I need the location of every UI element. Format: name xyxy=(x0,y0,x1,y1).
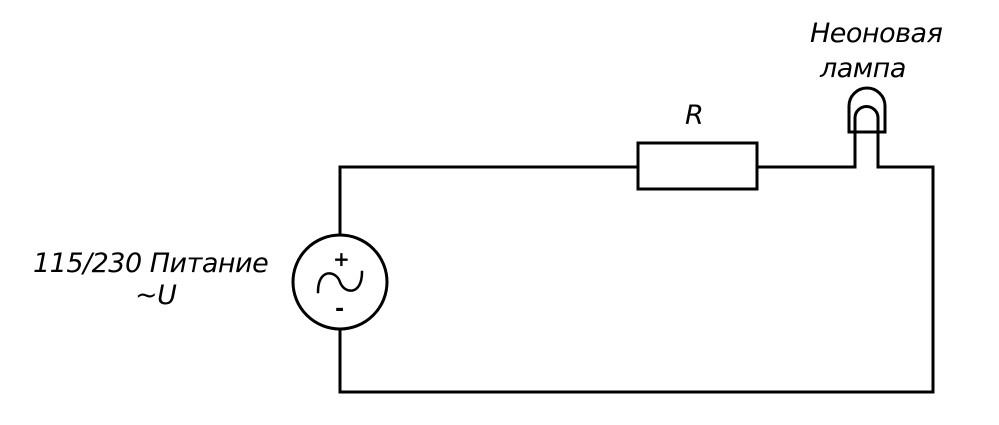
source-label-line1: 115/230 Питание xyxy=(33,248,268,279)
lamp-label-line1: Неоновая xyxy=(810,18,943,49)
source-minus: - xyxy=(335,297,344,322)
lamp-label-line2: лампа xyxy=(819,53,906,84)
ac-source xyxy=(291,233,389,331)
resistor-label: R xyxy=(685,100,703,131)
sine-wave-icon xyxy=(316,270,364,294)
resistor xyxy=(636,141,759,191)
source-plus: + xyxy=(333,247,349,271)
lamp-inner-electrode xyxy=(853,105,880,169)
lamp-outer-bulb xyxy=(847,86,887,134)
neon-lamp xyxy=(847,86,887,169)
wire-left-bottom xyxy=(338,165,935,394)
source-label-line2: ~U xyxy=(135,280,177,311)
wire-left-top xyxy=(338,165,640,237)
